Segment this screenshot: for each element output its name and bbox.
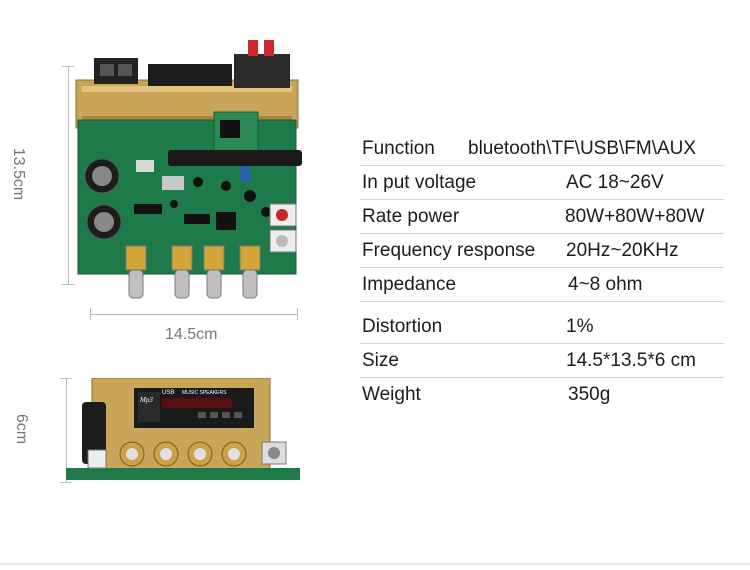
- row-divider: [360, 199, 724, 200]
- spec-value: 350g: [568, 384, 611, 405]
- width-dimension-line: [90, 314, 298, 315]
- spec-value: 1%: [566, 316, 594, 337]
- spec-value: 4~8 ohm: [568, 274, 643, 295]
- spec-label: Function: [362, 138, 435, 159]
- row-divider: [360, 233, 724, 234]
- height-dimension-line: [68, 66, 69, 284]
- row-divider: [360, 165, 724, 166]
- width-dimension-tick-right: [297, 308, 298, 320]
- spec-label: In put voltage: [362, 172, 477, 193]
- amplifier-board-side-view: Mp3 USB MUSIC SPEAKERS: [66, 378, 300, 480]
- spec-row-weight: Weight 350g: [360, 378, 724, 412]
- spec-label: Frequency response: [362, 240, 536, 261]
- spec-label: Size: [362, 350, 399, 371]
- height-dimension-tick-bottom: [62, 284, 74, 285]
- width-dimension-label: 14.5cm: [165, 326, 218, 343]
- spec-row-input-voltage: In put voltage AC 18~26V: [360, 166, 724, 200]
- spec-value: AC 18~26V: [566, 172, 664, 193]
- amplifier-board-top-view: [75, 40, 302, 299]
- spec-label: Rate power: [362, 206, 460, 227]
- spec-label: Weight: [362, 384, 421, 405]
- height-dimension-tick-top: [62, 66, 74, 67]
- side-height-tick-top: [60, 378, 72, 379]
- width-dimension-tick-left: [90, 308, 91, 320]
- spec-row-frequency-response: Frequency response 20Hz~20KHz: [360, 234, 724, 268]
- side-height-dimension-line: [66, 378, 67, 482]
- spec-value: 80W+80W+80W: [565, 206, 705, 227]
- spec-label: Distortion: [362, 316, 443, 337]
- row-divider: [360, 343, 724, 344]
- spec-row-distortion: Distortion 1%: [360, 310, 724, 344]
- spec-value: 20Hz~20KHz: [566, 240, 679, 261]
- spec-row-function: Function bluetooth\TF\USB\FM\AUX: [360, 132, 724, 166]
- spec-value: 14.5*13.5*6 cm: [566, 350, 696, 371]
- height-dimension-label: 13.5cm: [10, 147, 28, 201]
- side-height-tick-bottom: [60, 482, 72, 483]
- side-height-dimension-label: 6cm: [13, 413, 31, 445]
- module-brand-label: Mp3: [139, 396, 153, 404]
- spec-row-impedance: Impedance 4~8 ohm: [360, 268, 724, 302]
- spec-value: bluetooth\TF\USB\FM\AUX: [468, 138, 697, 159]
- spec-label: Impedance: [362, 274, 457, 295]
- row-divider: [360, 301, 724, 302]
- row-divider: [360, 377, 724, 378]
- bottom-divider: [0, 563, 750, 565]
- spec-row-rate-power: Rate power 80W+80W+80W: [360, 200, 724, 234]
- row-divider: [360, 267, 724, 268]
- module-title-label: MUSIC SPEAKERS: [182, 390, 227, 396]
- module-usb-label: USB: [162, 390, 174, 396]
- spec-row-size: Size 14.5*13.5*6 cm: [360, 344, 724, 378]
